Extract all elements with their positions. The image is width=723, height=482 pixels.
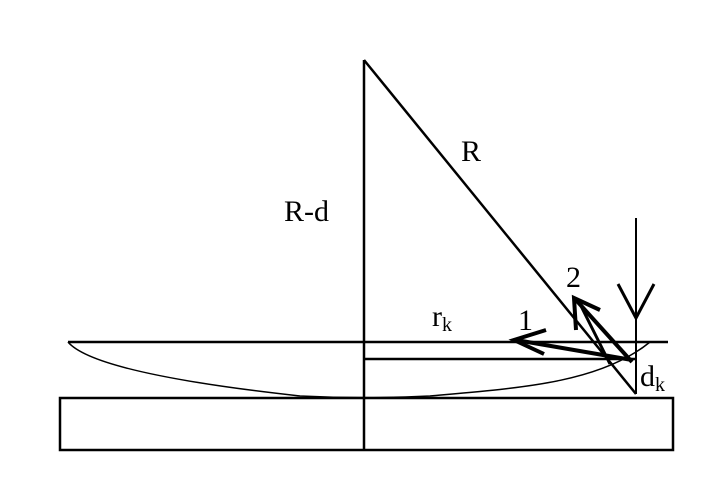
label-dk: dk xyxy=(640,360,665,396)
ray-1-arrowhead-icon xyxy=(508,328,547,356)
label-rk: rk xyxy=(432,300,452,336)
label-ray-1: 1 xyxy=(518,304,533,337)
label-ray-2: 2 xyxy=(566,261,581,294)
label-R-minus-d: R-d xyxy=(284,195,329,228)
incident-arrowhead-icon xyxy=(616,283,656,322)
reflected-ray-2-inner xyxy=(578,303,612,365)
lens-curved-surface xyxy=(67,341,651,399)
label-R: R xyxy=(461,135,481,168)
label-rk-sub: k xyxy=(442,314,452,336)
label-dk-sub: k xyxy=(655,374,665,396)
glass-plate xyxy=(58,396,675,452)
label-dk-base: d xyxy=(640,360,655,393)
ray-2-arrowhead-icon xyxy=(571,294,601,331)
label-rk-base: r xyxy=(432,300,442,333)
reflected-ray-1 xyxy=(515,338,633,362)
reflected-ray-2 xyxy=(574,298,634,364)
radius-line xyxy=(363,59,637,395)
